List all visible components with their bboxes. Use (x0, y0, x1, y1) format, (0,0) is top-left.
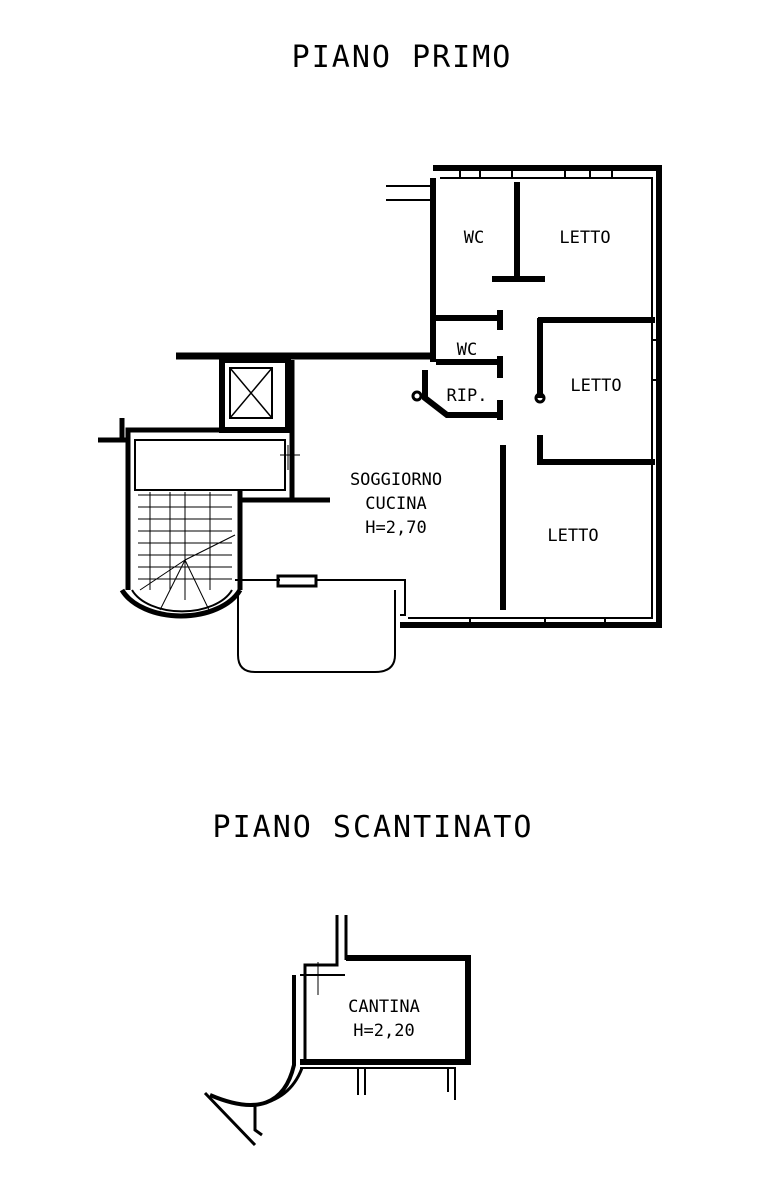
room-name: SOGGIORNO (349, 470, 443, 490)
room-label-wc: WC (456, 340, 478, 360)
basement-walls (203, 915, 471, 1147)
floor-title-first: PIANO PRIMO (291, 40, 513, 75)
room-label-letto: LETTO (547, 526, 599, 546)
room-label-letto: LETTO (559, 228, 611, 248)
room-label-ripostiglio: RIP. (446, 386, 488, 406)
room-name: CANTINA (348, 997, 420, 1017)
room-label-soggiorno: SOGGIORNO CUCINA H=2,70 (350, 468, 442, 540)
room-label-wc: WC (463, 228, 485, 248)
room-label-cantina: CANTINA H=2,20 (348, 995, 420, 1043)
room-name-2: CUCINA (365, 494, 427, 514)
room-label-letto: LETTO (570, 376, 622, 396)
room-height: H=2,20 (353, 1021, 415, 1041)
floor-title-basement: PIANO SCANTINATO (212, 810, 534, 845)
first-floor-walls (98, 165, 662, 673)
room-height: H=2,70 (365, 518, 427, 538)
